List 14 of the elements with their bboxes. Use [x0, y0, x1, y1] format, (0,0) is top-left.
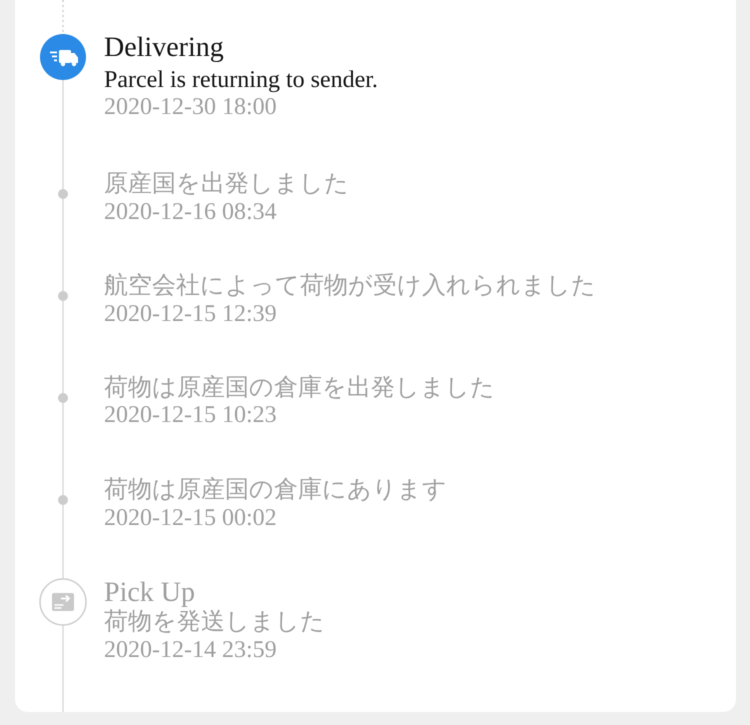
- status-heading: Pick Up: [104, 577, 195, 609]
- timestamp: 2020-12-15 10:23: [104, 401, 277, 429]
- event-text: 航空会社によって荷物が受け入れられました: [104, 272, 596, 300]
- timestamp: 2020-12-16 08:34: [104, 198, 277, 226]
- timestamp: 2020-12-30 18:00: [104, 93, 277, 121]
- event-text: 原産国を出発しました: [104, 170, 349, 198]
- event-text: 荷物は原産国の倉庫にあります: [104, 476, 447, 504]
- timestamp: 2020-12-15 00:02: [104, 504, 277, 532]
- event-text: 荷物は原産国の倉庫を出発しました: [104, 374, 495, 402]
- timestamp: 2020-12-15 12:39: [104, 300, 277, 328]
- timestamp: 2020-12-14 23:59: [104, 636, 277, 664]
- event-text: Parcel is returning to sender.: [104, 66, 378, 94]
- status-heading: Delivering: [104, 32, 224, 64]
- event-text: 荷物を発送しました: [104, 608, 325, 636]
